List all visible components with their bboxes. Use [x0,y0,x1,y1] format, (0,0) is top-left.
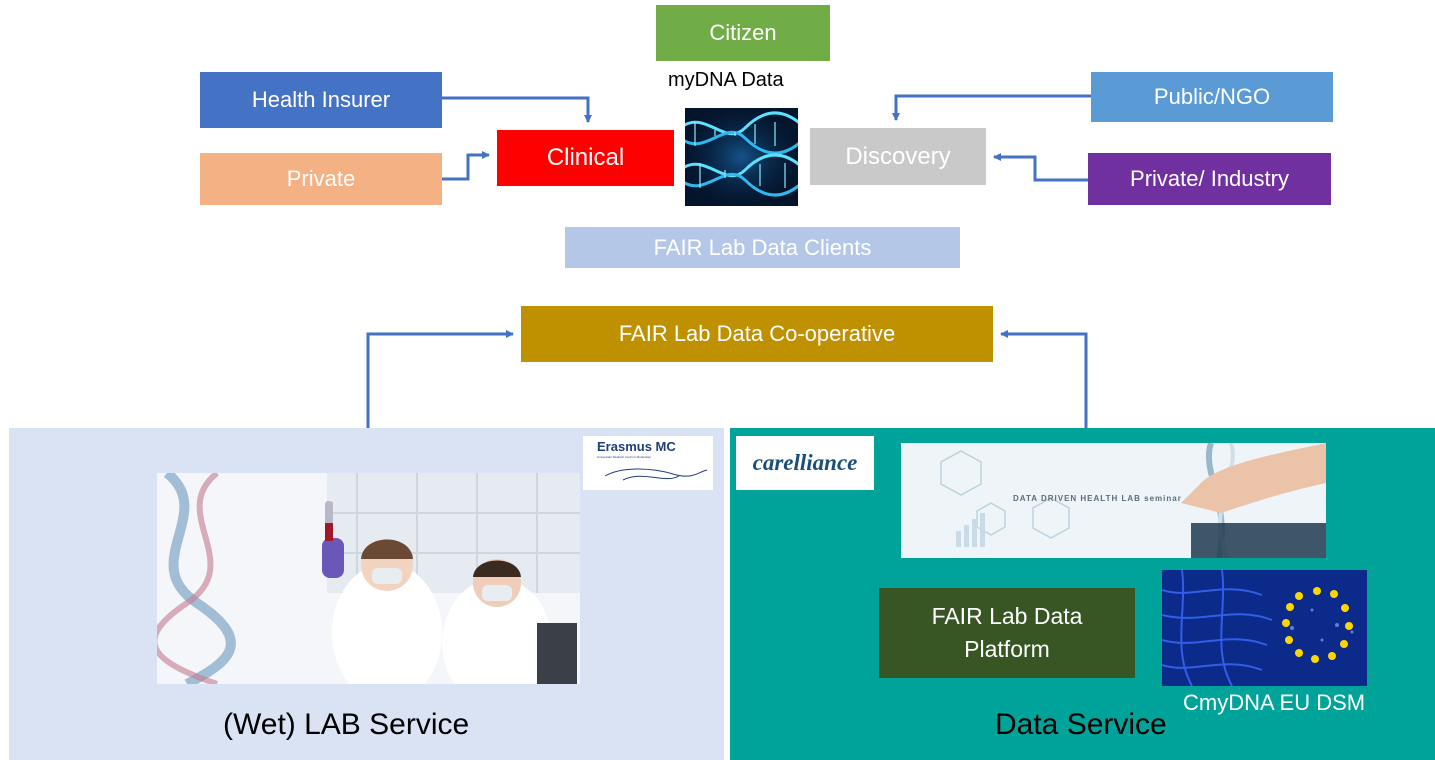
arrow-data-to-cooperative [1000,330,1088,428]
arrow-health-insurer-to-clinical [442,96,592,123]
private-box: Private [200,153,442,205]
dna-image [685,108,798,206]
health-insurer-box: Health Insurer [200,72,442,128]
platform-label: FAIR Lab Data Platform [931,602,1083,662]
public-ngo-box: Public/NGO [1091,72,1333,122]
lab-scientists-graphic [157,473,580,684]
arrow-public-ngo-to-discovery [892,94,1091,121]
banner-graphic [901,443,1326,558]
cooperative-box: FAIR Lab Data Co-operative [521,306,993,362]
arrow-lab-to-cooperative [366,330,514,428]
private-label: Private [286,166,356,191]
banner-text: DATA DRIVEN HEALTH LAB seminar [1013,494,1182,503]
carelliance-logo: carelliance [736,436,874,490]
carelliance-logo-text: carelliance [752,450,858,475]
platform-box: FAIR Lab Data Platform [879,588,1135,678]
public-ngo-label: Public/NGO [1153,84,1271,109]
citizen-label: Citizen [709,20,777,45]
private-industry-box: Private/ Industry [1088,153,1331,205]
data-driven-banner: DATA DRIVEN HEALTH LAB seminar [901,443,1326,558]
erasmus-signature-graphic [604,468,708,481]
health-insurer-label: Health Insurer [251,87,391,112]
discovery-box: Discovery [810,128,986,185]
private-industry-label: Private/ Industry [1130,166,1289,191]
eu-dsm-caption: CmyDNA EU DSM [1183,690,1366,715]
eu-dsm-image [1162,570,1367,686]
clients-box: FAIR Lab Data Clients [565,227,960,268]
erasmus-mc-logo: Erasmus MC Universitair Medisch Centrum … [583,436,713,490]
dna-helix-graphic [685,108,798,206]
lab-photo [157,473,580,684]
citizen-box: Citizen [656,5,830,61]
erasmus-mc-logo-name: Erasmus MC [597,439,676,454]
eu-stars-graphic [1162,570,1367,686]
erasmus-mc-logo-subtitle: Universitair Medisch Centrum Rotterdam [597,455,652,459]
arrow-private-to-clinical [442,151,490,181]
clinical-box: Clinical [497,130,674,186]
clinical-label: Clinical [546,144,625,171]
lab-service-title: (Wet) LAB Service [223,708,470,741]
mydna-caption: myDNA Data [668,69,784,91]
arrow-private-industry-to-discovery [993,153,1088,182]
data-service-title: Data Service [995,708,1167,741]
clients-label: FAIR Lab Data Clients [653,234,872,260]
discovery-label: Discovery [845,142,951,170]
cooperative-label: FAIR Lab Data Co-operative [618,321,896,346]
